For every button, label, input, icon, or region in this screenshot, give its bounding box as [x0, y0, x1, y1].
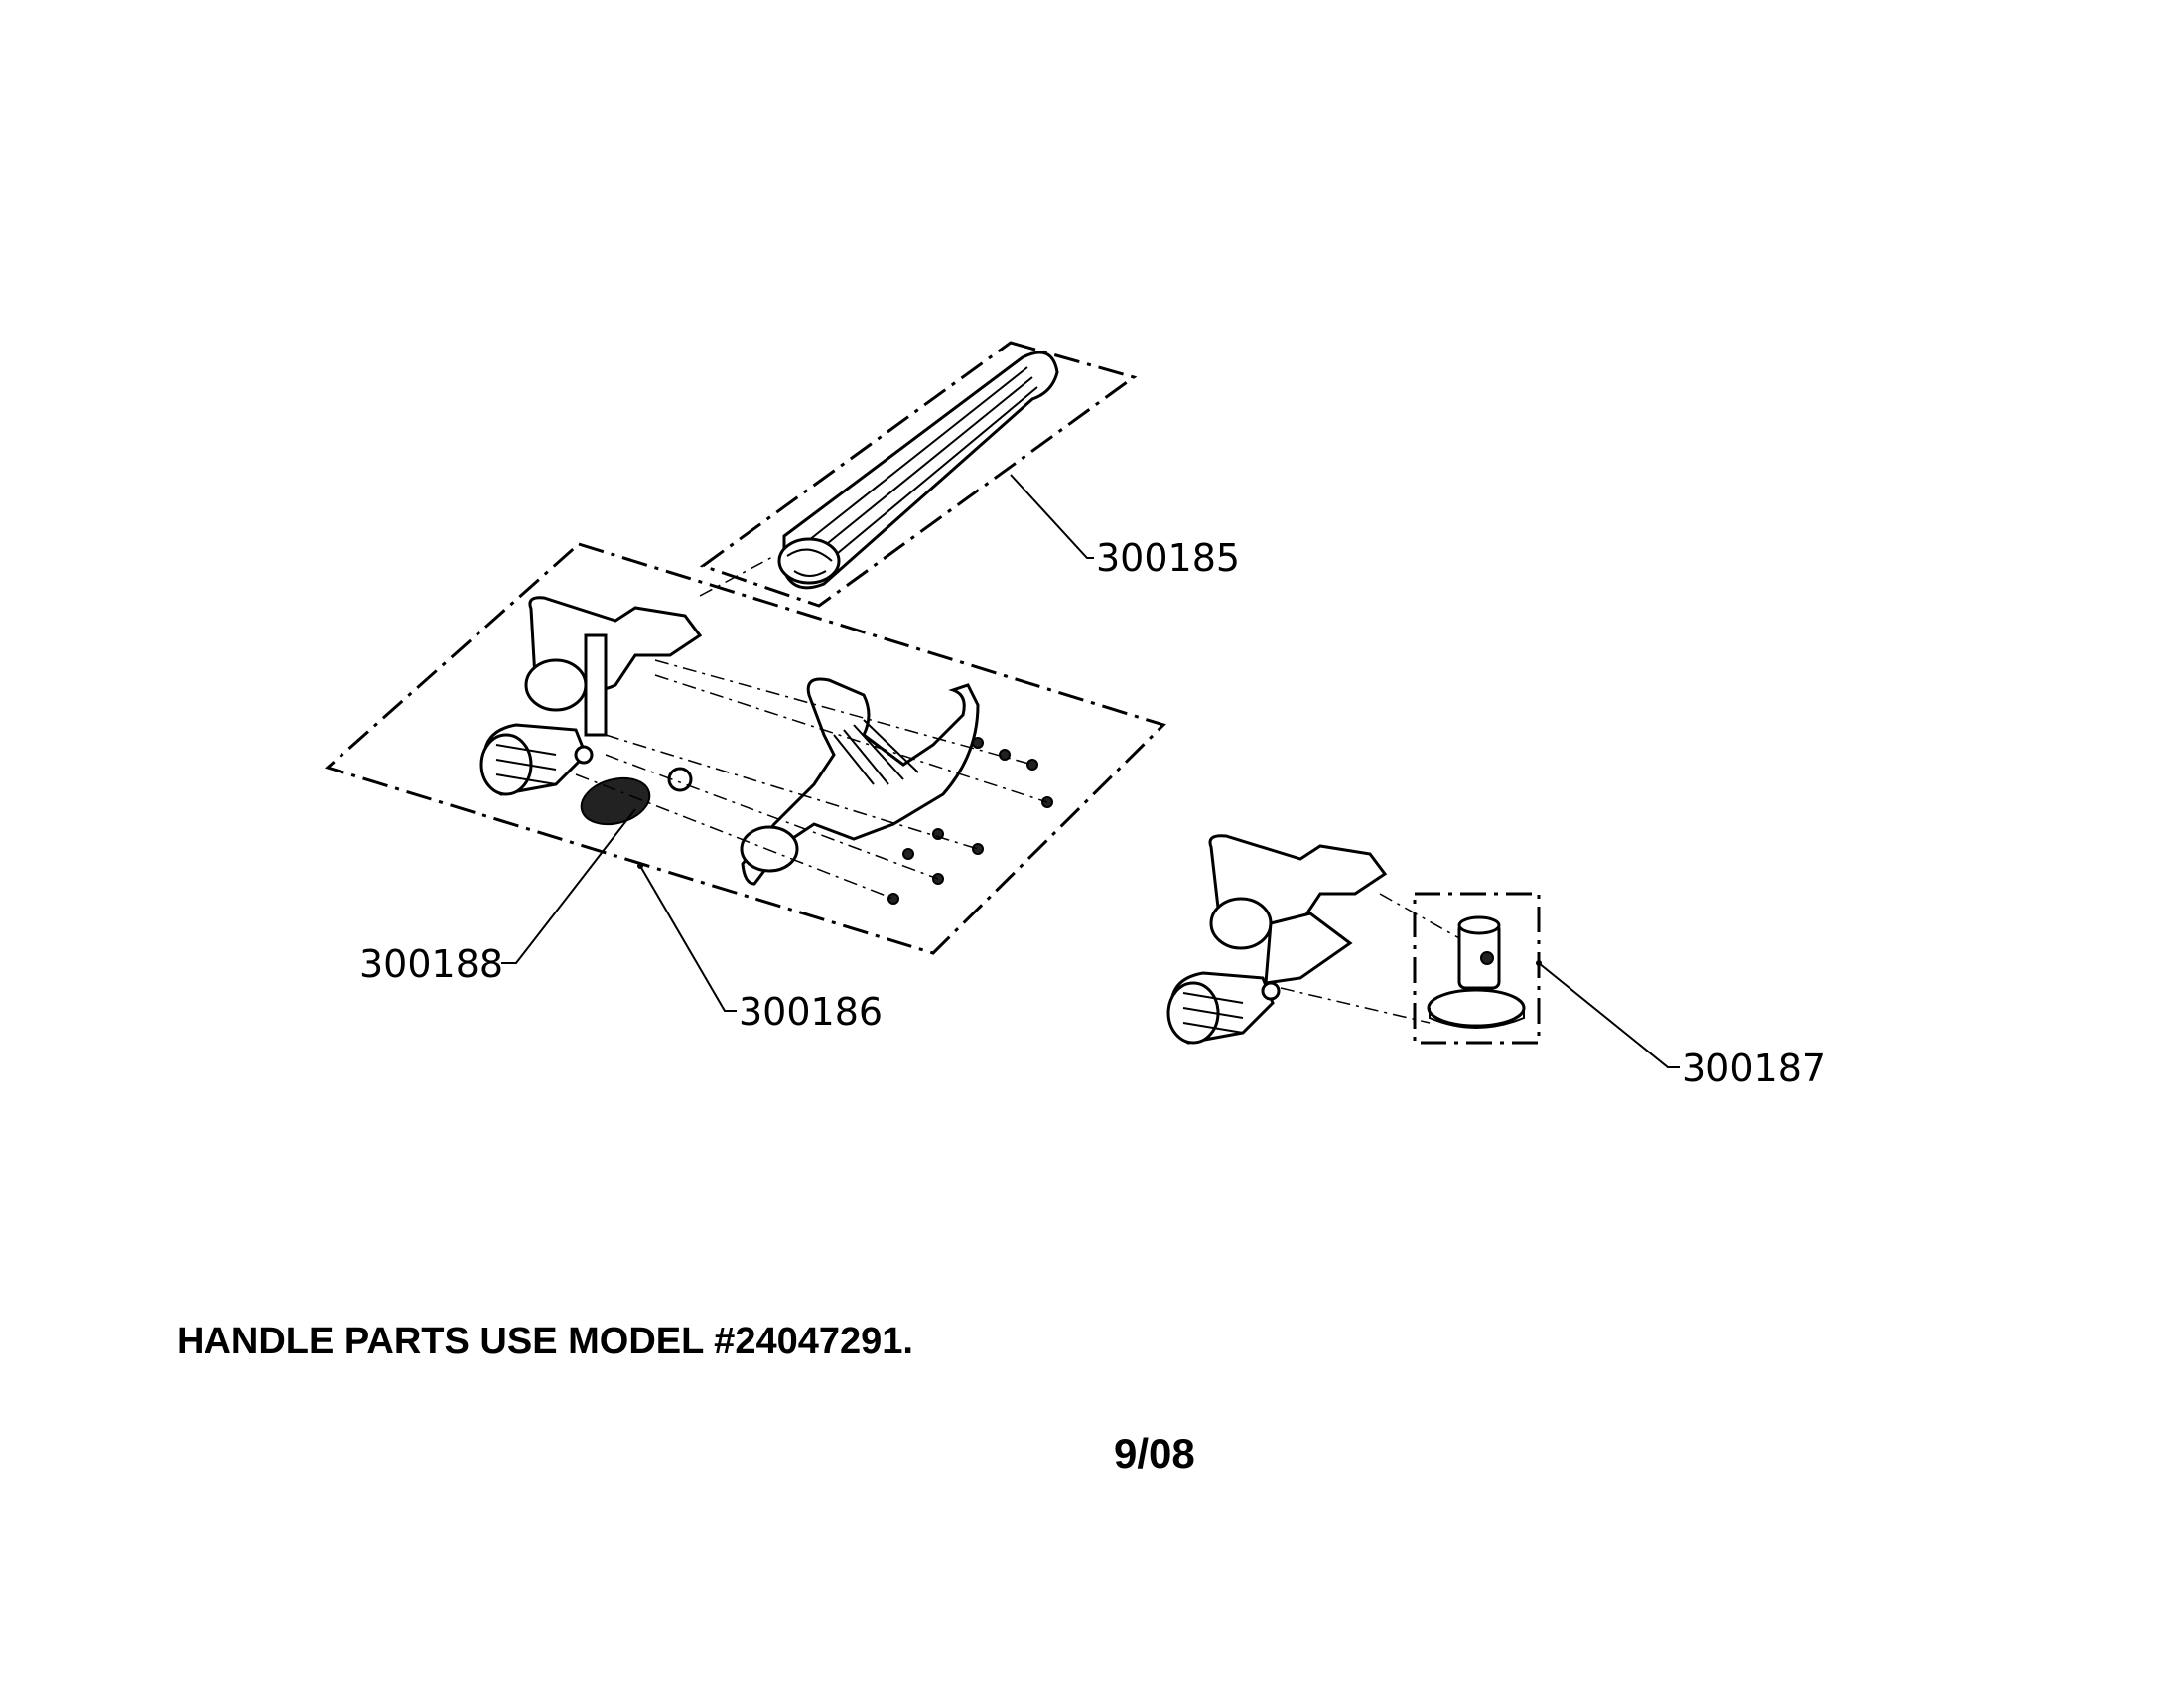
leader-300187 — [1538, 962, 1680, 1068]
left-handle-clamp-illustration — [479, 596, 703, 796]
callout-300186: 300186 — [739, 990, 883, 1034]
leader-300188 — [501, 808, 636, 964]
cushion-pad-illustration — [580, 776, 651, 826]
nut-illustration — [667, 767, 693, 792]
swivel-base-boundary — [1413, 892, 1541, 1045]
model-note: HANDLE PARTS USE MODEL #24047291. — [177, 1321, 913, 1362]
leader-lines — [501, 474, 1680, 1068]
grip-tube-boundary — [699, 341, 1138, 608]
alignment-lines — [575, 555, 1048, 900]
swivel-base-illustration — [1427, 915, 1526, 1029]
leader-300185 — [1010, 474, 1094, 559]
handle-grip-tube-group — [699, 341, 1138, 608]
swivel-alignment-line-2 — [1280, 987, 1431, 1024]
swivel-alignment-line-1 — [1379, 893, 1460, 939]
leader-300186 — [639, 865, 737, 1012]
screws-illustration — [887, 737, 1053, 905]
right-handle-clamp-illustration — [740, 677, 980, 886]
assembly-kit-boundary — [325, 542, 1166, 955]
grip-tube-illustration — [777, 351, 1059, 590]
swivel-assembly-group — [1166, 834, 1541, 1045]
revision-date: 9/08 — [1114, 1430, 1195, 1476]
assembled-clamp-illustration — [1166, 834, 1388, 1045]
callout-300185: 300185 — [1096, 536, 1240, 580]
callout-300188: 300188 — [359, 942, 503, 986]
handle-assembly-kit-group — [325, 542, 1166, 955]
callout-300187: 300187 — [1682, 1047, 1826, 1090]
